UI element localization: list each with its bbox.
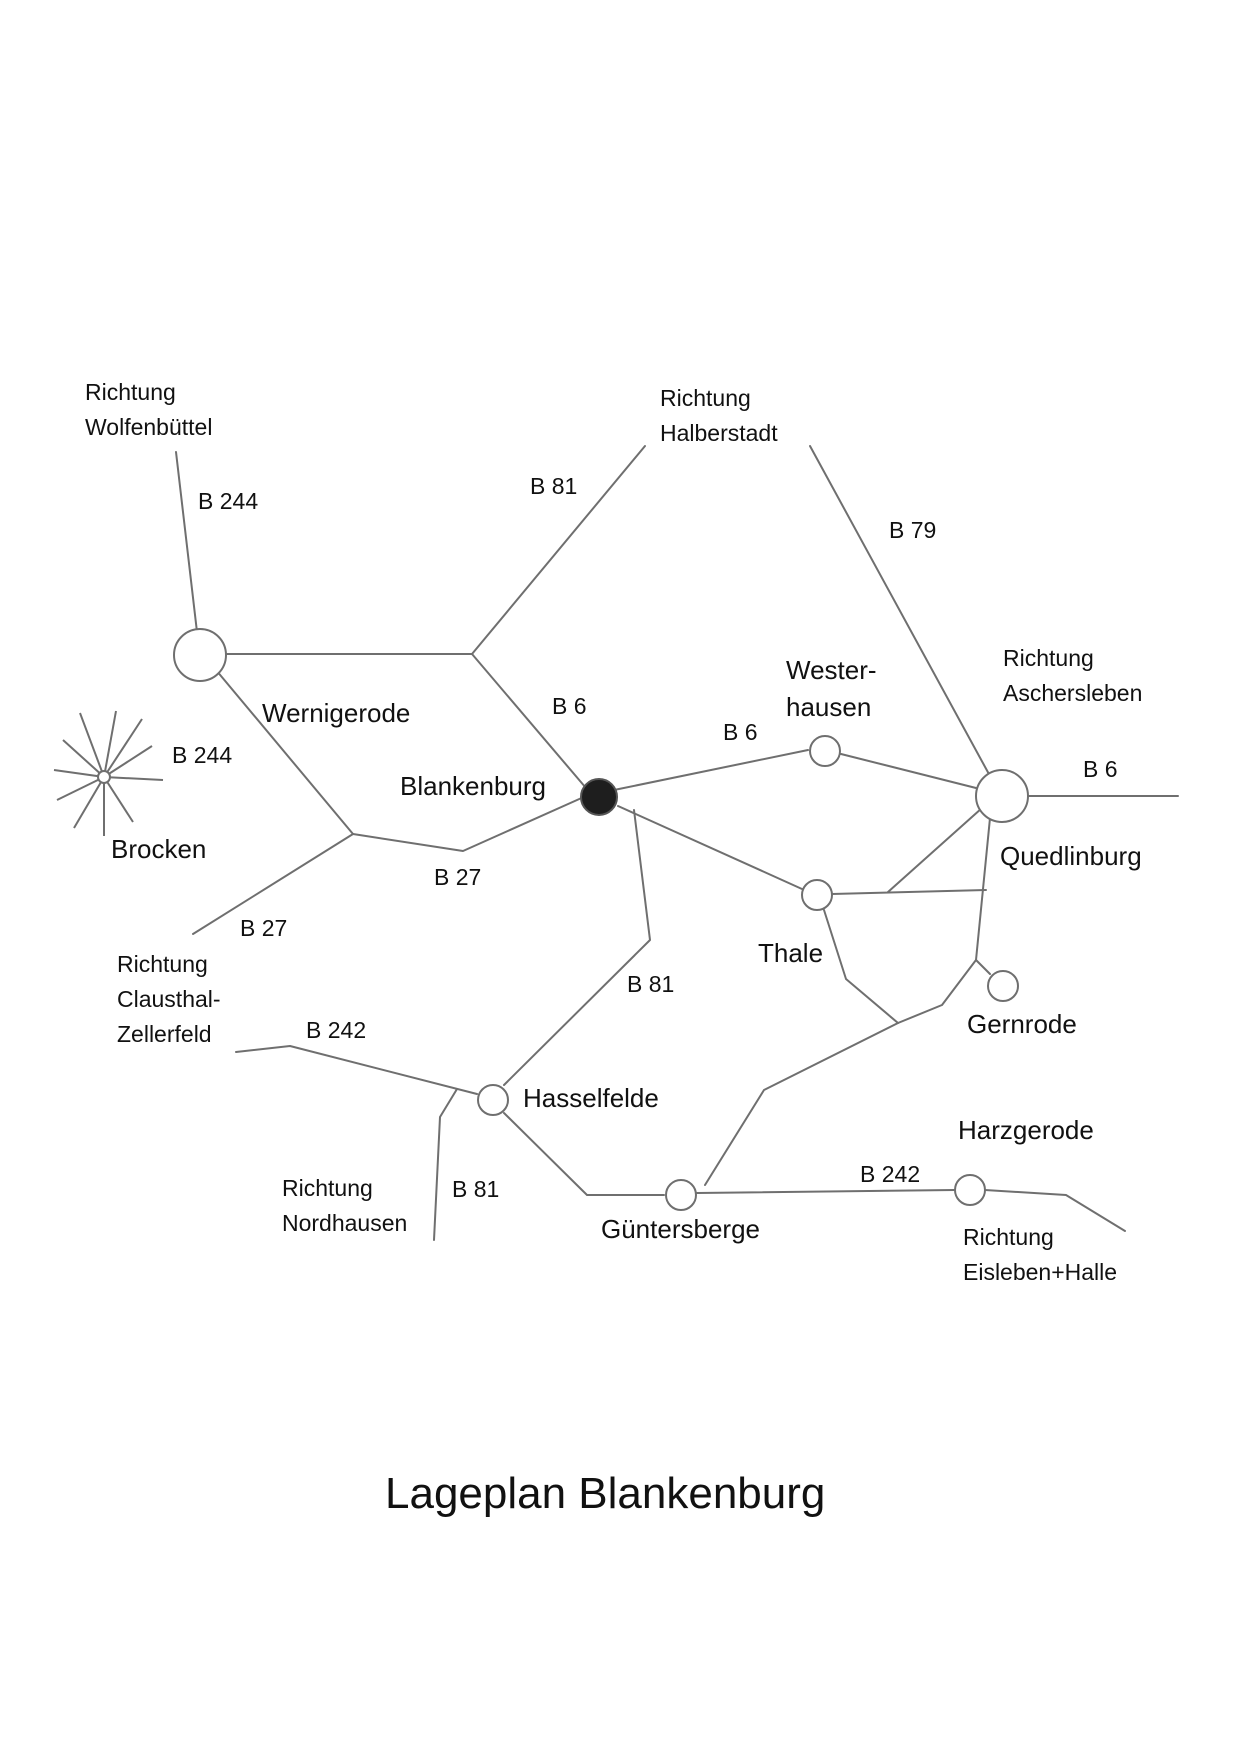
- place-label-gernrode: Gernrode: [967, 1009, 1077, 1039]
- direction-aschersleben-line2: Aschersleben: [1003, 680, 1142, 706]
- direction-eisleben-line2: Eisleben+Halle: [963, 1259, 1117, 1285]
- direction-clausthal-line3: Zellerfeld: [117, 1021, 212, 1047]
- place-label-harzgerode: Harzgerode: [958, 1115, 1094, 1145]
- direction-halberstadt-line2: Halberstadt: [660, 420, 778, 446]
- westerhausen-marker: [809, 735, 841, 767]
- place-labels: Wernigerode Brocken Blankenburg Wester- …: [111, 655, 1142, 1244]
- direction-wolfenbuettel-line2: Wolfenbüttel: [85, 414, 212, 440]
- road-quedlinburg-south: [897, 817, 991, 1024]
- road-eisleben: [984, 1189, 1126, 1232]
- direction-nordhausen-line1: Richtung: [282, 1175, 373, 1201]
- thale-marker: [801, 879, 833, 911]
- guentersberge-marker: [665, 1179, 697, 1211]
- road-label-b27-blankenburg: B 27: [434, 864, 481, 890]
- road-b242-west: [235, 1045, 478, 1095]
- map-title: Lageplan Blankenburg: [385, 1469, 825, 1518]
- direction-clausthal-line1: Richtung: [117, 951, 208, 977]
- road-b6-westerhausen: [613, 749, 809, 791]
- road-b6-wernigerode: [471, 653, 587, 789]
- harzgerode-marker: [954, 1174, 986, 1206]
- road-label-b244-brocken: B 244: [172, 742, 232, 768]
- brocken-mountain-icon: [53, 710, 164, 836]
- wernigerode-marker: [173, 628, 227, 682]
- road-b79: [809, 445, 991, 777]
- place-label-blankenburg: Blankenburg: [400, 771, 546, 801]
- road-b242-east: [696, 1189, 956, 1194]
- direction-eisleben-line1: Richtung: [963, 1224, 1054, 1250]
- direction-aschersleben-line1: Richtung: [1003, 645, 1094, 671]
- road-b81-nordhausen: [433, 1088, 458, 1241]
- place-label-guentersberge: Güntersberge: [601, 1214, 760, 1244]
- road-label-b81-nordhausen: B 81: [452, 1176, 499, 1202]
- place-label-quedlinburg: Quedlinburg: [1000, 841, 1142, 871]
- road-quedlinburg-thale: [887, 807, 983, 893]
- road-network: [175, 445, 1179, 1241]
- towns: [173, 628, 1029, 1211]
- place-label-thale: Thale: [758, 938, 823, 968]
- road-label-b6-east: B 6: [1083, 756, 1118, 782]
- road-b27-clausthal: [192, 833, 354, 935]
- road-label-b6-wernigerode: B 6: [552, 693, 587, 719]
- road-guentersberge-north: [704, 1022, 899, 1186]
- road-b244-north: [175, 451, 198, 633]
- road-label-b242-west: B 242: [306, 1017, 366, 1043]
- road-label-b27-clausthal: B 27: [240, 915, 287, 941]
- road-thale-south: [823, 909, 899, 1024]
- place-label-hasselfelde: Hasselfelde: [523, 1083, 659, 1113]
- gernrode-marker: [987, 970, 1019, 1002]
- road-westerhausen-quedlinburg: [840, 753, 977, 789]
- direction-halberstadt-line1: Richtung: [660, 385, 751, 411]
- road-wernigerode-southeast: [215, 669, 354, 835]
- road-label-b244-north: B 244: [198, 488, 258, 514]
- road-thale-east: [831, 889, 987, 895]
- place-label-westerhausen-line2: hausen: [786, 692, 871, 722]
- direction-nordhausen-line2: Nordhausen: [282, 1210, 407, 1236]
- road-label-b242-east: B 242: [860, 1161, 920, 1187]
- road-label-b79: B 79: [889, 517, 936, 543]
- direction-wolfenbuettel-line1: Richtung: [85, 379, 176, 405]
- quedlinburg-marker: [975, 769, 1029, 823]
- road-label-b81-south: B 81: [627, 971, 674, 997]
- direction-clausthal-line2: Clausthal-: [117, 986, 221, 1012]
- direction-labels: Richtung Wolfenbüttel Richtung Halbersta…: [85, 379, 1142, 1285]
- road-blankenburg-thale: [617, 805, 803, 890]
- hasselfelde-marker: [477, 1084, 509, 1116]
- place-label-brocken: Brocken: [111, 834, 206, 864]
- road-label-b81-north: B 81: [530, 473, 577, 499]
- road-label-b6-westerhausen: B 6: [723, 719, 758, 745]
- road-hasselfelde-guentersberge: [503, 1112, 665, 1196]
- blankenburg-marker: [580, 778, 618, 816]
- place-label-wernigerode: Wernigerode: [262, 698, 410, 728]
- road-gernrode-spur: [975, 959, 991, 975]
- road-labels: B 244 B 244 B 81 B 79 B 6 B 6 B 6 B 27 B…: [172, 473, 1118, 1202]
- road-b81-south: [503, 809, 651, 1086]
- road-b27-blankenburg: [352, 795, 587, 852]
- road-b81-north: [471, 445, 646, 655]
- place-label-westerhausen-line1: Wester-: [786, 655, 877, 685]
